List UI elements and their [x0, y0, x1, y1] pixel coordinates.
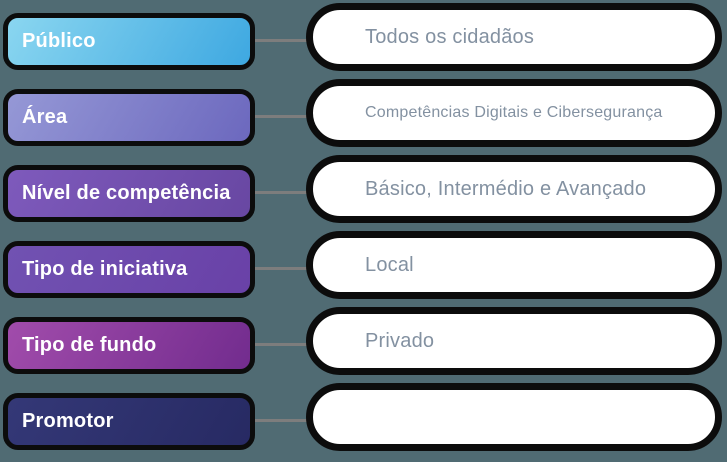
- label-box-nivel-competencia: Nível de competência: [3, 165, 255, 222]
- label-box-tipo-iniciativa: Tipo de iniciativa: [3, 241, 255, 298]
- connector-line: [250, 39, 314, 42]
- value-pill-tipo-fundo: Privado: [306, 307, 722, 375]
- info-row-area: Área Competências Digitais e Cibersegura…: [0, 76, 727, 152]
- label-text: Público: [22, 30, 96, 52]
- label-box-area: Área: [3, 89, 255, 146]
- connector-line: [250, 191, 314, 194]
- value-text: Competências Digitais e Cibersegurança: [365, 104, 663, 121]
- info-row-nivel-competencia: Nível de competência Básico, Intermédio …: [0, 152, 727, 228]
- value-text: Básico, Intermédio e Avançado: [365, 177, 647, 200]
- connector-line: [250, 115, 314, 118]
- value-pill-publico: Todos os cidadãos: [306, 3, 722, 71]
- value-pill-tipo-iniciativa: Local: [306, 231, 722, 299]
- label-box-publico: Público: [3, 13, 255, 70]
- label-box-promotor: Promotor: [3, 393, 255, 450]
- value-pill-promotor: [306, 383, 722, 451]
- label-text: Tipo de iniciativa: [22, 258, 188, 280]
- value-text: Local: [365, 253, 414, 276]
- label-text: Promotor: [22, 410, 114, 432]
- value-text: Privado: [365, 329, 435, 352]
- value-pill-area: Competências Digitais e Cibersegurança: [306, 79, 722, 147]
- label-box-tipo-fundo: Tipo de fundo: [3, 317, 255, 374]
- connector-line: [250, 267, 314, 270]
- info-row-publico: Público Todos os cidadãos: [0, 0, 727, 76]
- info-row-tipo-iniciativa: Tipo de iniciativa Local: [0, 228, 727, 304]
- connector-line: [250, 343, 314, 346]
- value-pill-nivel-competencia: Básico, Intermédio e Avançado: [306, 155, 722, 223]
- label-text: Nível de competência: [22, 182, 231, 204]
- info-row-tipo-fundo: Tipo de fundo Privado: [0, 304, 727, 380]
- value-text: Todos os cidadãos: [365, 25, 535, 48]
- info-row-promotor: Promotor: [0, 380, 727, 456]
- label-text: Área: [22, 106, 68, 128]
- connector-line: [250, 419, 314, 422]
- label-text: Tipo de fundo: [22, 334, 157, 356]
